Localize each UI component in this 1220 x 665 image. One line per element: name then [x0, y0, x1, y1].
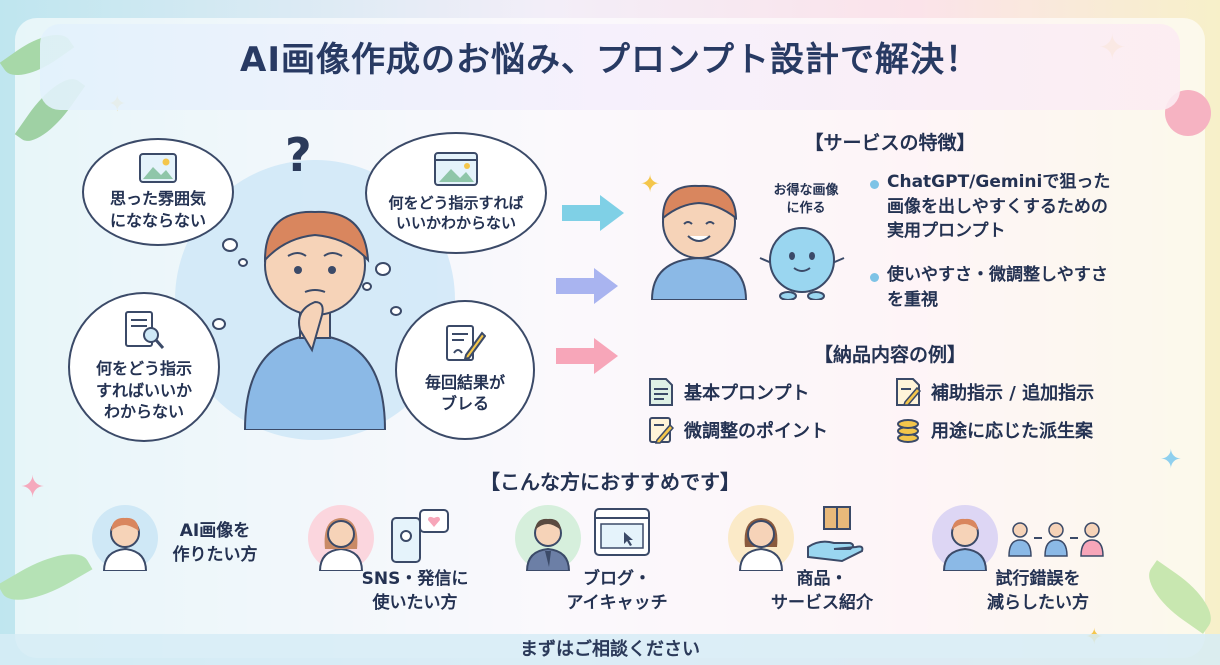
recommend-item-blog: ブログ・ アイキャッチ: [566, 569, 668, 613]
deliverable-item-variations: 用途に応じた派生案: [895, 416, 1093, 444]
feature-item-prompt: ChatGPT/Geminiで狙った 画像を出しやすくするための 実用プロンプト: [887, 172, 1111, 242]
document-pen-icon: [444, 324, 487, 372]
deliverable-item-adjustment: 微調整のポイント: [648, 416, 828, 444]
feature-bullet: [870, 180, 879, 189]
sparkle-icon-feature: ✦: [640, 170, 661, 198]
mascot-speech-text: お得な画像 に作る: [773, 183, 839, 216]
man-avatar-icon: [932, 505, 998, 572]
smartphone-heart-icon: [391, 509, 449, 563]
page-title: AI画像作成のお悩み、プロンプト設計で解決！: [240, 40, 980, 80]
problem-text-mood: 思った雰囲気 になならない: [109, 188, 206, 230]
mascot-character-illustration: [759, 227, 845, 300]
thought-dot: [238, 258, 248, 267]
problem-bubble-instruction: 何をどう指示すれば いいかわからない: [365, 132, 547, 254]
package-hand-icon: [807, 506, 864, 563]
feature-item-usability: 使いやすさ・微調整しやすさ を重視: [887, 265, 1108, 310]
problem-text-unknown: 何をどう指示 すればいいか わからない: [95, 359, 192, 422]
thought-dot: [222, 238, 238, 252]
recommend-item-ai-image: AI画像を 作りたい方: [172, 521, 258, 565]
problem-bubble-mood: 思った雰囲気 になならない: [82, 138, 234, 246]
browser-window-icon: [594, 508, 650, 556]
thought-dot: [390, 306, 402, 316]
edit-document-icon: [896, 378, 921, 406]
people-flow-icon: [1008, 522, 1104, 557]
smiling-person-illustration: [650, 184, 748, 300]
problem-text-instruction: 何をどう指示すれば いいかわからない: [388, 194, 524, 233]
problem-bubble-inconsistent: 毎回結果が ブレる: [395, 300, 535, 440]
arrow-right-icon-violet: [556, 268, 618, 304]
businessman-avatar-icon: [515, 505, 581, 572]
deliverable-item-basic-prompt: 基本プロンプト: [648, 378, 809, 406]
woman-smiling-avatar-icon: [728, 505, 794, 572]
thinking-person-illustration: [243, 210, 387, 430]
recommend-item-sns: SNS・発信に 使いたい方: [361, 569, 469, 613]
arrow-right-icon-pink: [556, 338, 618, 374]
edit-note-icon: [649, 417, 674, 444]
thought-dot: [362, 282, 372, 291]
thought-dot: [375, 262, 391, 276]
arrow-right-icon-blue: [562, 195, 624, 231]
person-avatar-icon: [92, 505, 158, 572]
title-bar: [40, 24, 1180, 110]
recommend-item-product: 商品・ サービス紹介: [771, 569, 873, 613]
sparkle-icon-bottom-left: ✦: [20, 470, 46, 505]
recommend-item-trial: 試行錯誤を 減らしたい方: [987, 569, 1089, 613]
document-icon: [649, 378, 673, 406]
question-mark: ?: [285, 128, 312, 182]
deliverable-item-supplementary: 補助指示 / 追加指示: [895, 378, 1094, 406]
woman-avatar-icon: [308, 505, 374, 572]
image-window-icon: [434, 152, 478, 193]
document-search-icon: [123, 311, 165, 358]
problem-text-inconsistent: 毎回結果が ブレる: [424, 372, 505, 414]
deliverables-heading: 【納品内容の例】: [813, 344, 966, 366]
recommend-heading: 【こんな方におすすめです】: [480, 470, 740, 494]
stacked-coins-icon: [897, 419, 919, 443]
thought-dot: [212, 318, 226, 330]
problem-bubble-unknown: 何をどう指示 すればいいか わからない: [68, 292, 220, 442]
features-heading: 【サービスの特徴】: [804, 132, 976, 154]
feature-bullet: [870, 273, 879, 282]
image-icon: [139, 152, 177, 188]
footer-cta[interactable]: まずはご相談ください: [0, 634, 1220, 665]
sparkle-icon-bottom-right: ✦: [1160, 445, 1182, 475]
